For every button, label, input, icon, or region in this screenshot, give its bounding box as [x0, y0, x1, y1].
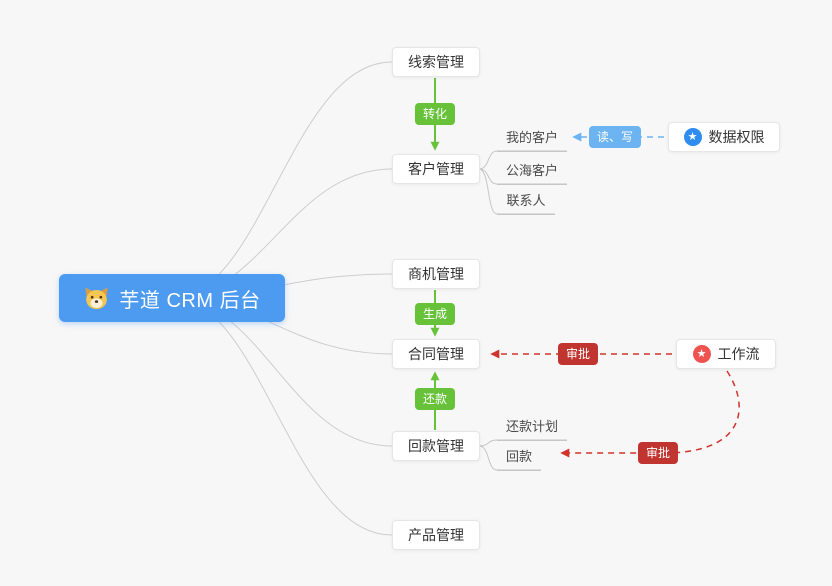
- root-label: 芋道 CRM 后台: [119, 289, 261, 312]
- badge-approve-contract: 审批: [557, 343, 599, 365]
- edge-root-to-product: [171, 297, 393, 536]
- leaf-contacts[interactable]: 联系人: [497, 193, 555, 215]
- data-permission-label: 数据权限: [708, 129, 765, 145]
- arrow-workflow-to-payment: [560, 370, 740, 458]
- badge-convert: 转化: [414, 103, 456, 125]
- leaf-payment[interactable]: 回款: [497, 449, 541, 471]
- workflow-label: 工作流: [717, 346, 760, 362]
- badge-read-write: 读、写: [588, 126, 642, 148]
- node-workflow[interactable]: ★ 工作流: [676, 339, 776, 369]
- data-permission-star-icon: ★: [683, 128, 702, 146]
- node-business-management[interactable]: 商机管理: [392, 259, 480, 289]
- node-data-permission[interactable]: ★ 数据权限: [668, 122, 780, 152]
- badge-generate: 生成: [414, 303, 456, 325]
- edge-customer-to-public: [478, 168, 567, 185]
- node-contract-management[interactable]: 合同管理: [392, 339, 480, 369]
- workflow-star-icon: ★: [692, 345, 711, 363]
- dog-icon: [83, 286, 110, 310]
- leaf-public-customers[interactable]: 公海客户: [497, 163, 567, 185]
- leaf-my-customers[interactable]: 我的客户: [497, 130, 567, 152]
- edge-receivable-to-payment: [478, 445, 541, 471]
- child-edges: [478, 150, 567, 471]
- node-customer-management[interactable]: 客户管理: [392, 154, 480, 184]
- node-product-management[interactable]: 产品管理: [392, 520, 480, 550]
- badge-repay: 还款: [414, 388, 456, 410]
- node-crm-root[interactable]: 芋道 CRM 后台: [59, 274, 285, 322]
- badge-approve-receivable: 审批: [637, 442, 679, 464]
- edge-receivable-to-plan: [478, 439, 567, 447]
- edge-root-to-lead: [171, 61, 393, 299]
- edge-customer-to-contacts: [478, 168, 555, 215]
- node-receivable-management[interactable]: 回款管理: [392, 431, 480, 461]
- edge-customer-to-my: [478, 150, 567, 170]
- node-lead-management[interactable]: 线索管理: [392, 47, 480, 77]
- leaf-repayment-plan[interactable]: 还款计划: [497, 419, 567, 441]
